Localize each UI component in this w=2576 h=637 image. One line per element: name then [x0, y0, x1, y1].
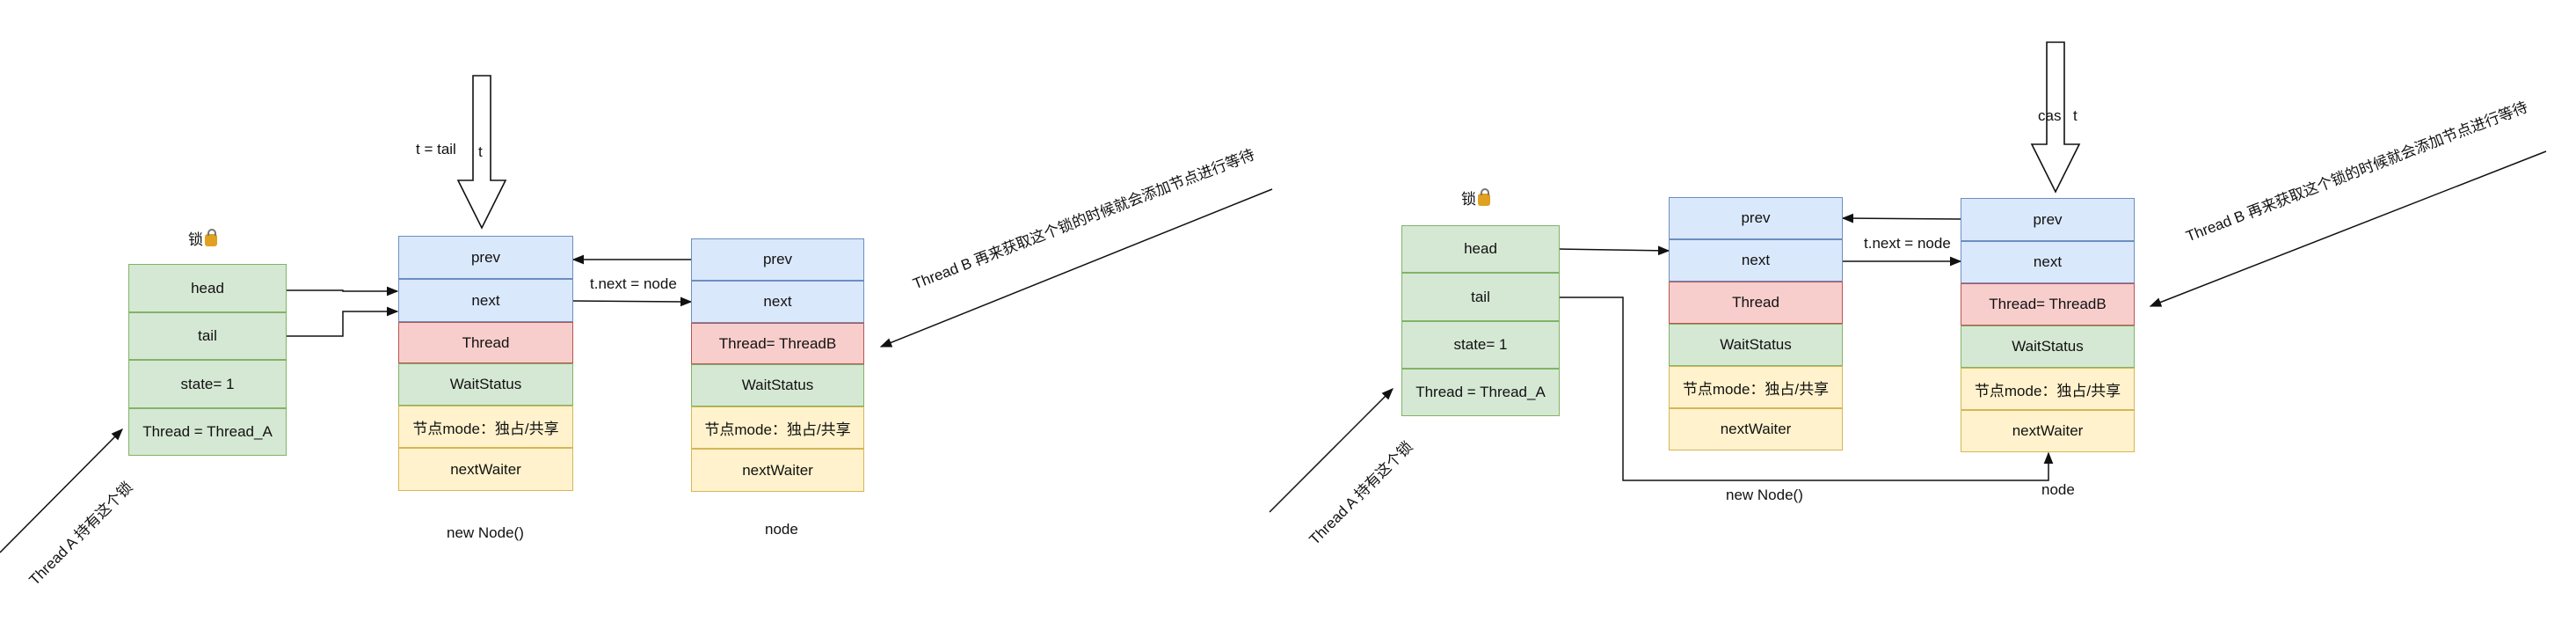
pointer-label-cas-right: cas [2038, 107, 2062, 124]
lock-icon [205, 229, 217, 246]
node-prev-right: prev [1961, 198, 2135, 241]
node-nextwaiter-left: nextWaiter [691, 449, 864, 492]
lock-field-state-right: state= 1 [1401, 321, 1560, 369]
link-label-left: t.next = node [590, 275, 677, 292]
pointer-t-arrow-left [456, 75, 507, 230]
newnode-caption-left: new Node() [447, 524, 524, 541]
newnode-waitstatus-right: WaitStatus [1669, 324, 1843, 366]
thread-a-arrow-left [0, 428, 123, 553]
node-prev-left: prev [691, 238, 864, 281]
pointer-label-t-tail-left: t = tail [416, 141, 456, 157]
newnode-prev-right: prev [1669, 197, 1843, 239]
newnode-next-left: next [398, 279, 573, 322]
node-nextwaiter-right: nextWaiter [1961, 410, 2135, 452]
pointer-label-t-right: t [2073, 107, 2078, 124]
node-mode-right: 节点mode：独占/共享 [1961, 368, 2135, 410]
newnode-prev-left: prev [398, 236, 573, 279]
newnode-nextwaiter-left: nextWaiter [398, 448, 573, 491]
node-next-left: next [691, 281, 864, 323]
newnode-thread-right: Thread [1669, 282, 1843, 324]
link-label-right: t.next = node [1864, 235, 1951, 252]
newnode-next-to-node-edge-left [572, 297, 693, 307]
lock-field-head-left: head [128, 264, 287, 312]
lock-field-tail-left: tail [128, 312, 287, 360]
newnode-next-right: next [1669, 239, 1843, 282]
newnode-waitstatus-left: WaitStatus [398, 363, 573, 406]
node-waitstatus-left: WaitStatus [691, 364, 864, 406]
tail-to-node-edge-right [1560, 297, 2054, 481]
node-next-right: next [1961, 241, 2135, 283]
lock-field-tail-right: tail [1401, 273, 1560, 321]
node-mode-left: 节点mode：独占/共享 [691, 406, 864, 449]
node-waitstatus-right: WaitStatus [1961, 326, 2135, 368]
lock-title-right: 锁 [1461, 187, 1490, 209]
node-thread-right: Thread= ThreadB [1961, 283, 2135, 326]
newnode-caption-right: new Node() [1726, 487, 1803, 503]
node-caption-left: node [765, 521, 798, 538]
newnode-mode-right: 节点mode：独占/共享 [1669, 366, 1843, 408]
node-caption-right: node [2041, 481, 2075, 498]
thread-b-arrow-right [2149, 150, 2547, 307]
node-thread-left: Thread= ThreadB [691, 323, 864, 364]
head-to-newnode-edge-right [1559, 245, 1670, 256]
thread-a-arrow-right [1269, 388, 1394, 513]
lock-title-left: 锁 [188, 227, 217, 249]
tail-to-newnode-edge-left [287, 306, 399, 337]
lock-field-state-left: state= 1 [128, 360, 287, 408]
node-prev-to-newnode-edge-right [1841, 213, 1961, 223]
lock-icon [1478, 188, 1490, 206]
thread-b-arrow-left [879, 188, 1273, 348]
newnode-thread-left: Thread [398, 322, 573, 363]
lock-field-head-right: head [1401, 225, 1560, 273]
pointer-label-t-left: t [478, 143, 483, 160]
newnode-mode-left: 节点mode：独占/共享 [398, 406, 573, 448]
newnode-nextwaiter-right: nextWaiter [1669, 408, 1843, 450]
lock-field-thread-right: Thread = Thread_A [1401, 369, 1560, 416]
lock-field-thread-left: Thread = Thread_A [128, 408, 287, 456]
pointer-cas-t-arrow-right [2030, 41, 2081, 194]
head-to-newnode-edge-left [287, 286, 399, 297]
